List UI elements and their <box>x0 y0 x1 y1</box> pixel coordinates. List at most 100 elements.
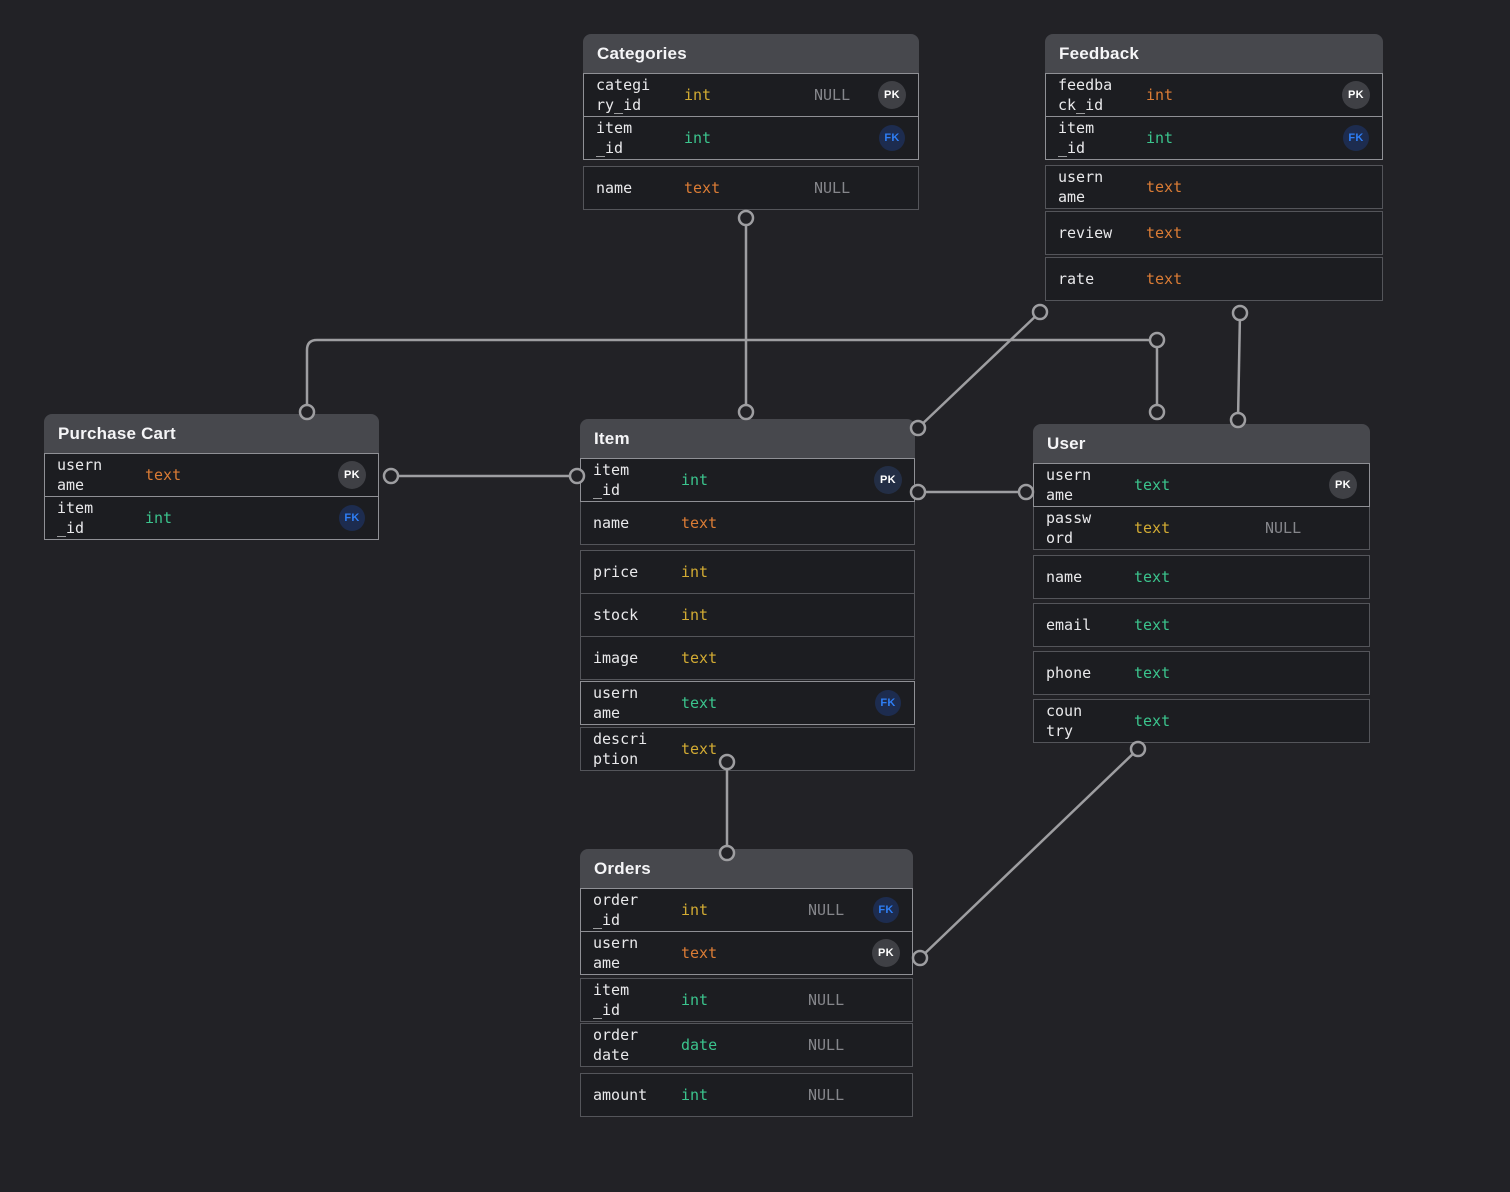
field-type: int <box>1146 86 1174 104</box>
field-row-feedba-ck-id[interactable]: feedba ck_id int PK <box>1045 73 1383 117</box>
field-row-usern-ame[interactable]: usern ame text FK <box>580 681 915 725</box>
table-title: Item <box>594 429 630 448</box>
field-row-item-id[interactable]: item _id int FK <box>1045 116 1383 160</box>
field-row-name[interactable]: name text <box>1033 555 1370 599</box>
field-type: text <box>1146 178 1183 196</box>
field-row-stock[interactable]: stock int <box>580 593 915 637</box>
field-type: text <box>1134 712 1171 730</box>
field-name: categi ry_id <box>596 76 651 114</box>
field-nullable: NULL <box>808 1036 845 1054</box>
field-type: text <box>1146 224 1183 242</box>
key-badge-slot <box>874 644 902 672</box>
pk-badge: PK <box>872 939 900 967</box>
connection-port[interactable] <box>737 209 755 227</box>
field-row-descri-ption[interactable]: descri ption text <box>580 727 915 771</box>
key-badge-slot: PK <box>878 81 906 109</box>
pk-badge: PK <box>338 461 366 489</box>
field-row-rate[interactable]: rate text <box>1045 257 1383 301</box>
table-orders[interactable]: Orders order _id int NULL FK usern ame t… <box>580 849 913 1117</box>
field-row-name[interactable]: name text NULL <box>583 166 919 210</box>
field-row-usern-ame[interactable]: usern ame text PK <box>44 453 379 497</box>
key-badge-slot: FK <box>872 896 900 924</box>
field-name: usern ame <box>593 684 639 722</box>
field-row-item-id[interactable]: item _id int NULL <box>580 978 913 1022</box>
key-badge-slot <box>872 1031 900 1059</box>
field-name: stock <box>593 606 639 624</box>
field-type: text <box>681 740 718 758</box>
table-header[interactable]: Purchase Cart <box>44 414 379 454</box>
connection-port[interactable] <box>1017 483 1035 501</box>
field-type: int <box>145 509 173 527</box>
field-name: item _id <box>593 461 630 499</box>
field-row-item-id[interactable]: item _id int PK <box>580 458 915 502</box>
field-name: amount <box>593 1086 648 1104</box>
field-row-phone[interactable]: phone text <box>1033 651 1370 695</box>
field-name: usern ame <box>1058 168 1104 206</box>
table-header[interactable]: Categories <box>583 34 919 74</box>
connection-port[interactable] <box>382 467 400 485</box>
table-header[interactable]: Feedback <box>1045 34 1383 74</box>
field-name: passw ord <box>1046 509 1092 547</box>
table-feedback[interactable]: Feedback feedba ck_id int PK item _id in… <box>1045 34 1383 301</box>
field-name: item _id <box>57 499 94 537</box>
table-categories[interactable]: Categories categi ry_id int NULL PK item… <box>583 34 919 210</box>
key-badge-slot: PK <box>872 939 900 967</box>
field-row-passw-ord[interactable]: passw ord text NULL <box>1033 506 1370 550</box>
field-row-order-id[interactable]: order _id int NULL FK <box>580 888 913 932</box>
field-row-coun-try[interactable]: coun try text <box>1033 699 1370 743</box>
connection-port[interactable] <box>1231 304 1249 322</box>
field-row-price[interactable]: price int <box>580 550 915 594</box>
table-rows: categi ry_id int NULL PK item _id int FK… <box>583 73 919 210</box>
table-rows: usern ame text PK item _id int FK <box>44 453 379 540</box>
key-badge-slot <box>1329 659 1357 687</box>
field-name: review <box>1058 224 1113 242</box>
pk-badge: PK <box>1329 471 1357 499</box>
connection-port[interactable] <box>1148 403 1166 421</box>
field-row-usern-ame[interactable]: usern ame text PK <box>580 931 913 975</box>
field-row-order-date[interactable]: order date date NULL <box>580 1023 913 1067</box>
table-header[interactable]: Orders <box>580 849 913 889</box>
field-row-item-id[interactable]: item _id int FK <box>583 116 919 160</box>
field-type: text <box>1134 616 1171 634</box>
table-item[interactable]: Item item _id int PK name text price int… <box>580 419 915 771</box>
field-row-categi-ry-id[interactable]: categi ry_id int NULL PK <box>583 73 919 117</box>
connection-port[interactable] <box>911 949 929 967</box>
field-type: int <box>681 991 709 1009</box>
table-title: Orders <box>594 859 651 878</box>
relationship-edge-feedback-user[interactable] <box>1236 312 1242 421</box>
field-name: order date <box>593 1026 639 1064</box>
key-badge-slot <box>872 1081 900 1109</box>
field-row-email[interactable]: email text <box>1033 603 1370 647</box>
table-user[interactable]: User usern ame text PK passw ord text NU… <box>1033 424 1370 743</box>
table-header[interactable]: User <box>1033 424 1370 464</box>
field-row-usern-ame[interactable]: usern ame text PK <box>1033 463 1370 507</box>
field-row-name[interactable]: name text <box>580 501 915 545</box>
field-row-image[interactable]: image text <box>580 636 915 680</box>
table-header[interactable]: Item <box>580 419 915 459</box>
key-badge-slot <box>878 174 906 202</box>
key-badge-slot <box>874 558 902 586</box>
field-type: int <box>684 86 712 104</box>
connection-port[interactable] <box>1148 331 1166 349</box>
connection-port[interactable] <box>1031 303 1049 321</box>
connection-port[interactable] <box>1129 740 1147 758</box>
field-name: price <box>593 563 639 581</box>
field-nullable: NULL <box>808 1086 845 1104</box>
key-badge-slot <box>1342 219 1370 247</box>
relationship-edge-feedback-item[interactable] <box>917 311 1041 429</box>
field-type: text <box>681 944 718 962</box>
field-row-item-id[interactable]: item _id int FK <box>44 496 379 540</box>
field-row-review[interactable]: review text <box>1045 211 1383 255</box>
field-row-amount[interactable]: amount int NULL <box>580 1073 913 1117</box>
connection-port[interactable] <box>737 403 755 421</box>
table-title: Feedback <box>1059 44 1140 63</box>
key-badge-slot <box>874 509 902 537</box>
field-type: text <box>1146 270 1183 288</box>
field-row-usern-ame[interactable]: usern ame text <box>1045 165 1383 209</box>
key-badge-slot <box>1329 707 1357 735</box>
relationship-edge-purchase-cart-user[interactable] <box>305 338 1159 412</box>
relationship-edge-user-orders[interactable] <box>919 748 1139 959</box>
key-badge-slot <box>1329 563 1357 591</box>
table-purchase-cart[interactable]: Purchase Cart usern ame text PK item _id… <box>44 414 379 540</box>
